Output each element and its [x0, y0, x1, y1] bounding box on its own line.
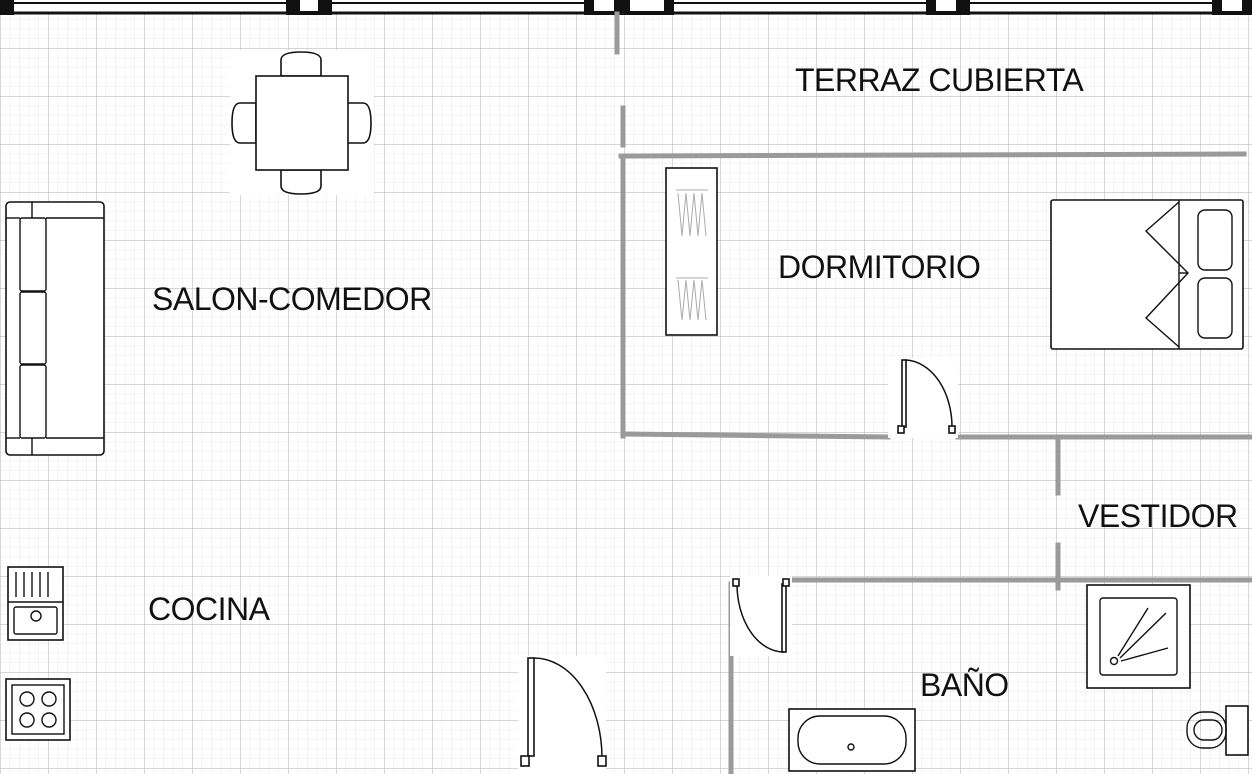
walls: [614, 11, 1252, 774]
room-label-salon: SALON-COMEDOR: [152, 281, 432, 317]
door-bano: [730, 576, 792, 656]
room-label-vestidor: VESTIDOR: [1078, 498, 1238, 534]
wardrobe: [665, 167, 718, 336]
dining-table: [230, 50, 374, 195]
shower-tray: [1086, 584, 1191, 689]
cooktop: [5, 678, 71, 741]
room-label-dormitorio: DORMITORIO: [778, 249, 981, 285]
door-entrance: [518, 656, 607, 774]
double-bed: [1050, 199, 1244, 350]
room-label-bano: BAÑO: [920, 667, 1009, 703]
door-dormitorio: [888, 358, 958, 438]
sofa: [5, 201, 105, 456]
room-label-terraza: TERRAZ CUBIERTA: [795, 62, 1084, 98]
toilet: [1186, 705, 1249, 756]
bathtub: [788, 708, 916, 772]
room-label-cocina: COCINA: [148, 591, 270, 627]
kitchen-sink: [7, 566, 64, 641]
window-strip: [0, 0, 1252, 15]
